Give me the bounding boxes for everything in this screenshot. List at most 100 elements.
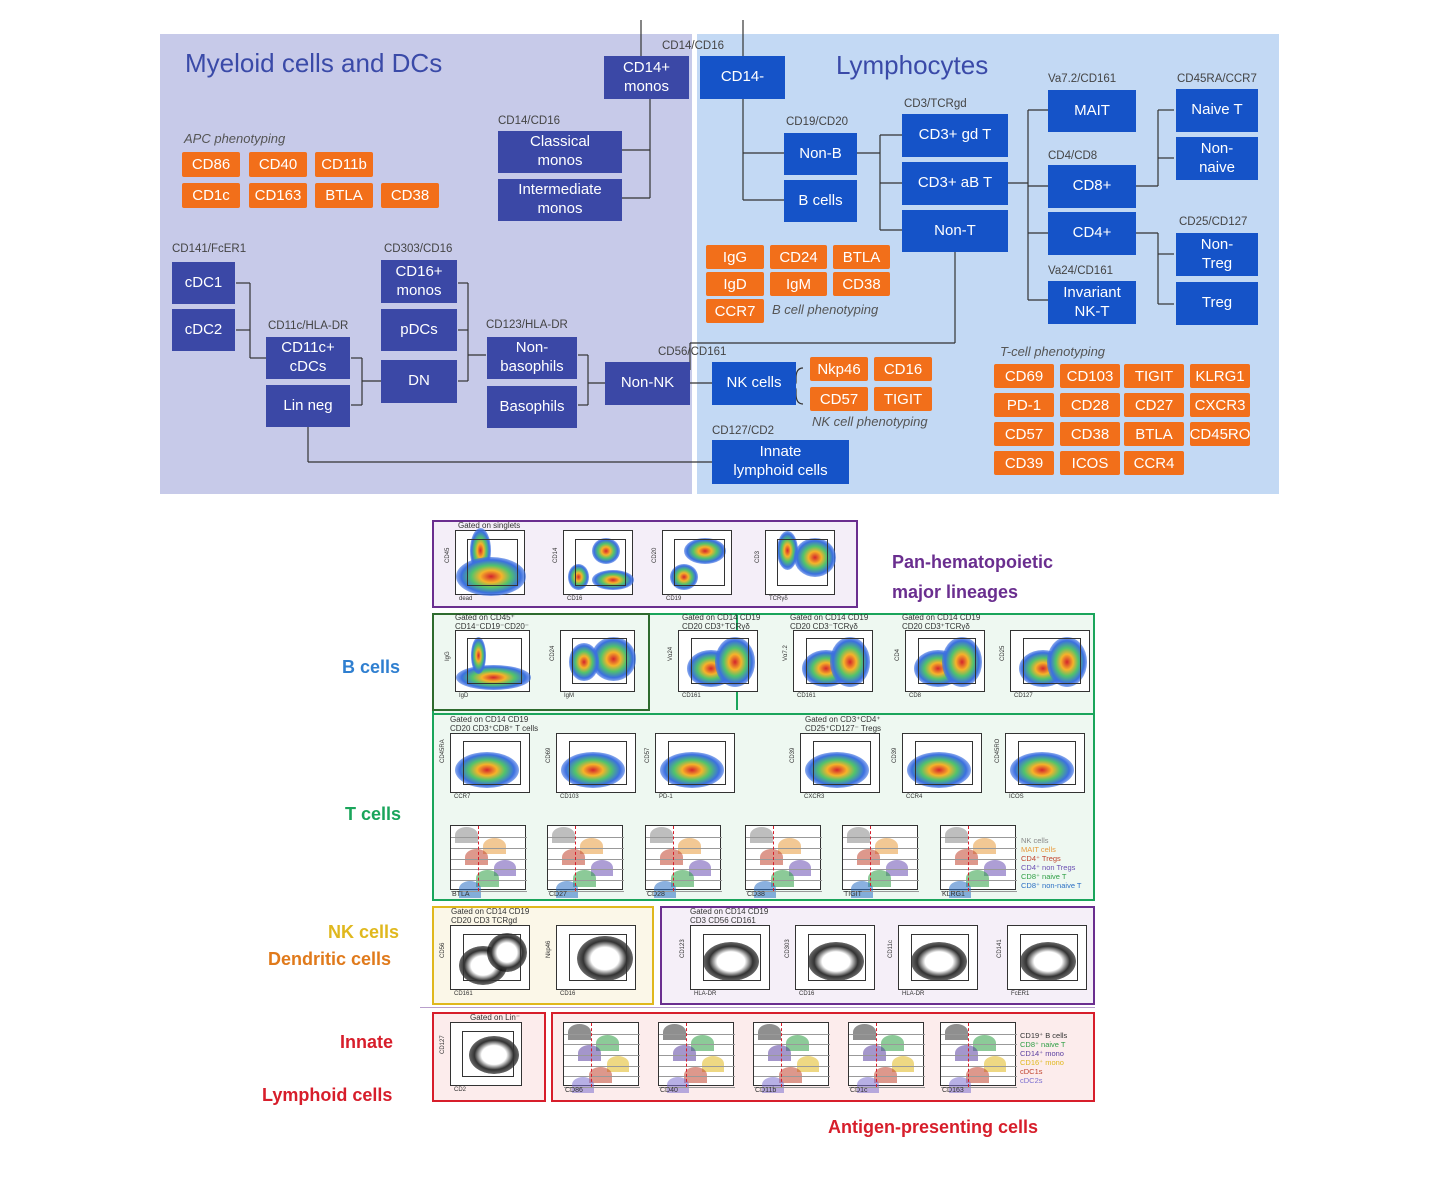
plot-title-nk: Gated on CD14 CD19 CD20 CD3 TCRgd [451,907,530,925]
histogram-baseline [548,847,624,849]
histogram-peak [868,870,891,887]
apc-legend-item: cDC1s [1020,1067,1043,1076]
cell-population [1020,942,1076,982]
histogram-baseline [564,1055,640,1056]
x-axis-label: CD11b [755,1087,777,1094]
histogram-peak [666,1077,690,1094]
gate-rect [574,538,626,587]
histogram-peak [562,848,586,865]
cd4-box: CD4+ [1048,212,1136,255]
x-axis-label: HLA-DR [694,991,717,997]
plot-title-t1: Gated on CD14 CD19 CD20 CD3⁺TCRγδ [682,613,761,631]
histogram-baseline [843,880,919,882]
dot-plot [902,733,982,793]
x-axis-label: ICOS [1009,794,1024,800]
histogram-peak [874,1066,897,1083]
apc-phenotyping-label: APC phenotyping [184,131,286,146]
gate-rect [691,638,749,684]
histogram-baseline [746,891,822,892]
histogram-baseline [941,836,1017,838]
cell-population [455,752,519,788]
x-axis-label: CD127 [1014,693,1033,699]
dot-plot [793,630,873,692]
histogram-peak [846,827,870,844]
histogram-peak [454,827,478,844]
histogram-peak [944,1024,968,1041]
cd14-neg-box: CD14- [700,56,785,99]
x-axis-label: CXCR3 [804,794,825,800]
histogram-peak [948,881,972,898]
x-axis-label: CD16 [560,991,576,997]
dot-plot [450,733,530,793]
histogram-baseline [548,858,624,860]
cell-population [808,942,864,982]
histogram-peak [458,881,482,898]
y-axis-label: CD25 [1000,645,1006,661]
treg-box: Treg [1176,282,1258,325]
histogram-peak [673,1045,697,1062]
histogram-peak [688,859,712,876]
histogram-baseline [849,1044,925,1046]
x-axis-label: CD27 [549,891,567,898]
histogram-baseline [659,1087,735,1088]
histogram [940,825,1017,898]
histogram-peak [653,881,677,898]
x-axis-label: CD16 [567,596,583,602]
histogram-peak [966,870,989,887]
histogram-baseline [451,858,527,860]
cd16-monos-box: CD16+ monos [381,260,457,303]
histogram-baseline [451,869,527,871]
histogram-baseline [548,880,624,882]
plot-title-singlets: Gated on singlets [458,521,521,530]
x-axis-label: CD8 [909,693,922,699]
histogram-peak [573,870,596,887]
dn-box: DN [381,360,457,403]
nk-marker: Nkp46 [810,357,868,381]
threshold-line [967,1023,969,1087]
pdcs-box: pDCs [381,309,457,351]
histogram-peak [595,1034,619,1051]
histogram-peak [649,827,673,844]
plot-title-dc: Gated on CD14 CD19 CD3 CD56 CD161 [690,907,769,925]
histogram-baseline [646,847,722,849]
histogram-peak [761,1077,785,1094]
t-marker: CD38 [1060,422,1120,446]
t-marker: ICOS [1060,451,1120,475]
t-marker: CD57 [994,422,1054,446]
histogram-peak [589,1066,612,1083]
histogram-peak [757,1024,781,1041]
t-marker: CCR4 [1124,451,1184,475]
histogram-baseline [941,858,1017,860]
histogram-baseline [843,869,919,871]
cell-population [805,752,869,788]
cell-population [684,537,726,564]
histogram-baseline [746,858,822,860]
histogram-peak [955,1045,979,1062]
gate-rect [463,741,521,786]
plot-title-t2: Gated on CD14 CD19 CD20 CD3⁻TCRγδ [790,613,869,631]
cell-population [568,643,599,681]
cell-population [907,752,971,788]
histogram-peak [785,1034,809,1051]
t-marker: CD69 [994,364,1054,388]
gate-rect [703,933,761,982]
histogram-baseline [646,836,722,838]
y-axis-label: CD14 [553,547,559,563]
cdc1-box: cDC1 [172,262,235,304]
histogram-peak [880,1034,904,1051]
t-legend-item: NK cells [1021,836,1049,845]
histogram-peak [972,837,996,855]
b-cells-label: B cells [342,657,401,677]
lymphocytes-title: Lymphocytes [836,50,989,80]
gate-rect [808,933,866,982]
cell-population [1010,752,1074,788]
ilc-box: Innate lymphoid cells [712,440,849,484]
cell-population [592,570,634,590]
histogram-baseline [746,880,822,882]
b-frame [432,613,650,711]
apc-legend-item: CD19⁺ B cells [1020,1031,1068,1040]
dot-plot [455,527,526,596]
lymphoid-cells-label: Lymphoid cells [262,1085,393,1105]
cell-population [776,531,798,570]
histogram-baseline [754,1044,830,1046]
